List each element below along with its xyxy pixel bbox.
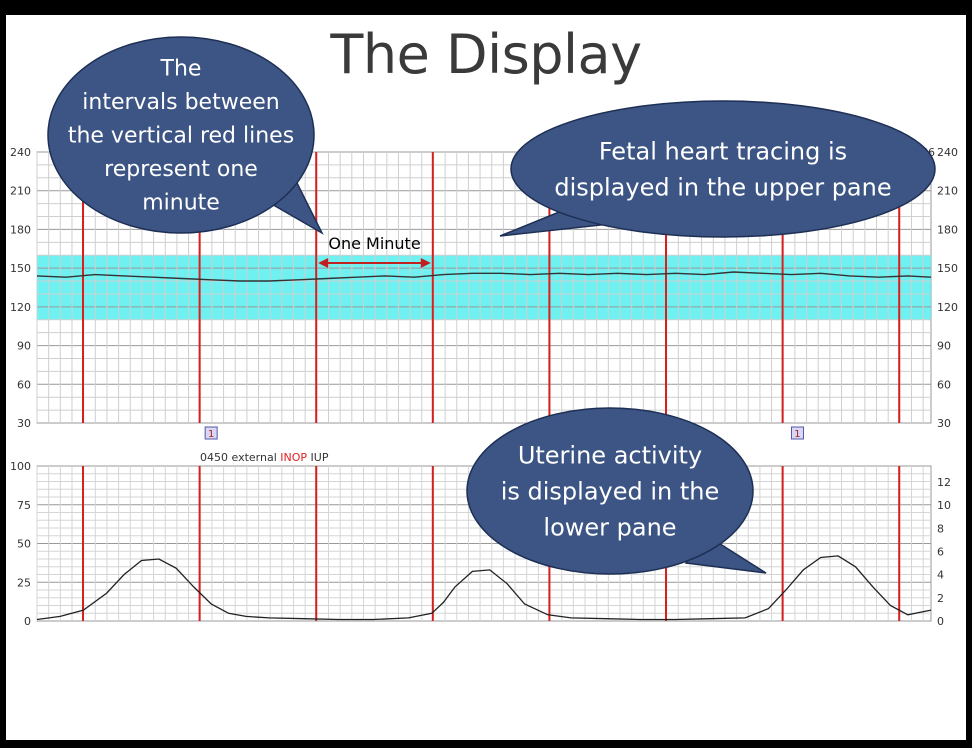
minute-bracket-arrow-left	[318, 258, 329, 268]
lower-ytick-right: 4	[937, 569, 944, 582]
event-marker-label: 1	[208, 429, 214, 440]
bubble-uterine: Uterine activity is displayed in the lower…	[466, 407, 767, 575]
bubble-uterine-line: Uterine activity	[518, 441, 702, 469]
uterine-status-line: 0450 external INOP IUP	[200, 451, 329, 464]
upper-ytick-left: 30	[17, 417, 31, 430]
upper-ytick-left: 60	[17, 378, 31, 391]
upper-ytick-right: 30	[937, 417, 951, 430]
event-marker-box	[204, 426, 218, 440]
slide-title: The Display	[330, 23, 642, 86]
upper-ytick-right: 120	[937, 301, 958, 314]
status-mode: external	[232, 451, 281, 464]
lower-ytick-left: 0	[24, 615, 31, 628]
bubble-fetal-line: displayed in the upper pane	[554, 173, 891, 201]
upper-ytick-right: 90	[937, 340, 951, 353]
uterine-activity-trace	[36, 555, 932, 621]
lower-ytick-right: 10	[937, 499, 951, 512]
lower-ytick-right: 12	[937, 476, 951, 489]
bubble-uterine-line: lower pane	[543, 513, 676, 541]
bubble-minute: The intervals between the vertical red lin…	[47, 36, 324, 235]
bubble-uterine-line: is displayed in the	[501, 477, 720, 505]
upper-ytick-left: 240	[10, 146, 31, 159]
status-alert: INOP	[280, 451, 310, 464]
bubble-fetal: Fetal heart tracing is displayed in the u…	[499, 100, 936, 238]
lower-ytick-right: 2	[937, 592, 944, 605]
event-marker-box	[790, 426, 804, 440]
upper-ytick-left: 120	[10, 301, 31, 314]
upper-ytick-right: 240	[937, 146, 958, 159]
normal-band	[37, 255, 931, 320]
status-id: 0450	[200, 451, 232, 464]
minute-bracket-label: One Minute	[328, 234, 420, 253]
upper-ytick-left: 90	[17, 340, 31, 353]
lower-ytick-left: 100	[10, 460, 31, 473]
bubble-minute-line: the vertical red lines	[68, 124, 294, 149]
lower-ytick-left: 75	[17, 499, 31, 512]
upper-ytick-right: 60	[937, 378, 951, 391]
bubble-minute-line: intervals between	[82, 90, 279, 115]
minute-bracket-arrow-right	[420, 258, 431, 268]
bubble-fetal-body	[510, 100, 936, 238]
fetal-monitor-chart: 2402101801501209060302402101801501209060…	[10, 36, 958, 628]
upper-ytick-right: 210	[937, 185, 958, 198]
upper-ytick-left: 150	[10, 262, 31, 275]
event-marker-label: 1	[794, 429, 800, 440]
annotations: One Minute The intervals between the vertic…	[47, 36, 936, 575]
status-suffix: IUP	[311, 451, 329, 464]
upper-ytick-right: 180	[937, 223, 958, 236]
bubble-fetal-line: Fetal heart tracing is	[599, 137, 847, 165]
lower-ytick-left: 50	[17, 538, 31, 551]
upper-ytick-left: 180	[10, 223, 31, 236]
upper-ytick-left: 210	[10, 185, 31, 198]
lower-ytick-left: 25	[17, 576, 31, 589]
bubble-minute-line: represent one	[104, 157, 258, 182]
bubble-minute-body	[47, 36, 315, 234]
lower-ytick-right: 0	[937, 615, 944, 628]
upper-ytick-right: 150	[937, 262, 958, 275]
lower-ytick-right: 8	[937, 522, 944, 535]
bubble-uterine-body	[466, 407, 754, 575]
bubble-minute-line: minute	[142, 191, 220, 216]
lower-ytick-right: 6	[937, 546, 944, 559]
fetal-heart-trace	[36, 271, 932, 282]
bubble-minute-line: The	[160, 57, 202, 82]
